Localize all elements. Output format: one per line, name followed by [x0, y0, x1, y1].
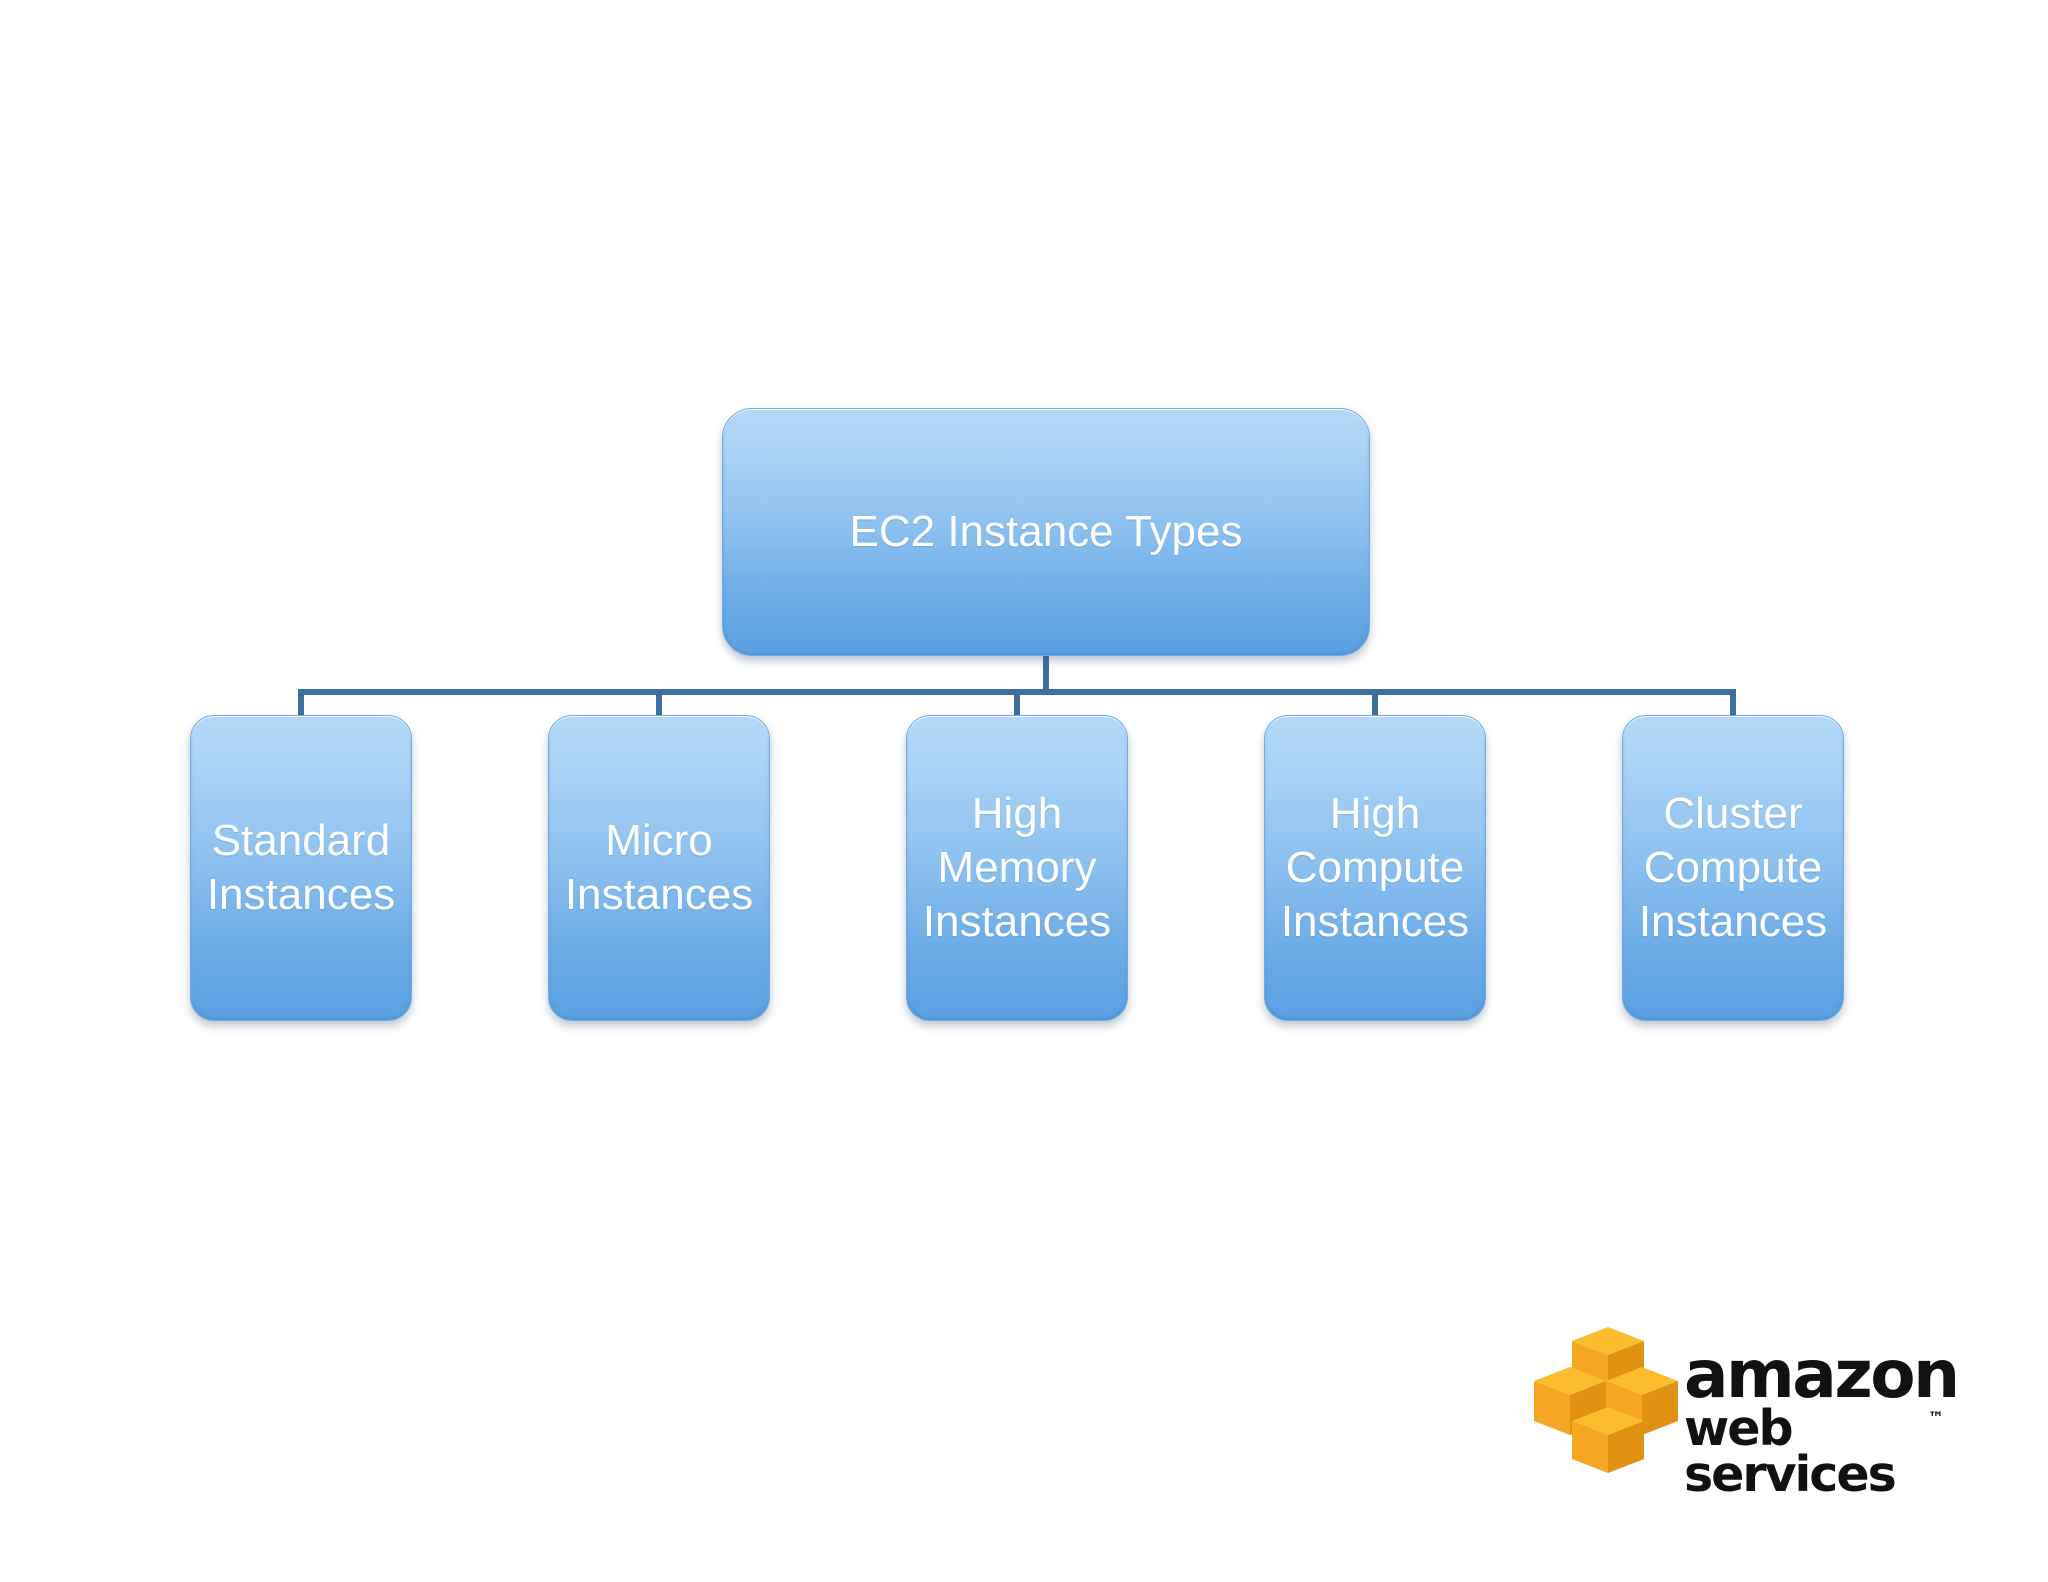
aws-wordmark: amazon web services ™ [1684, 1336, 1960, 1504]
node-micro-instances[interactable]: Micro Instances [548, 715, 770, 1021]
aws-cubes-icon [1534, 1327, 1678, 1473]
node-root-ec2-instance-types[interactable]: EC2 Instance Types [722, 408, 1370, 656]
node-high-memory-instances[interactable]: High Memory Instances [906, 715, 1128, 1021]
aws-logo: amazon web services ™ [1532, 1325, 1960, 1499]
aws-wordmark-bottom-row: web services ™ [1684, 1399, 1944, 1504]
node-high-compute-instances[interactable]: High Compute Instances [1264, 715, 1486, 1021]
node-standard-instances[interactable]: Standard Instances [190, 715, 412, 1021]
node-cluster-compute-instances[interactable]: Cluster Compute Instances [1622, 715, 1844, 1021]
trademark-symbol: ™ [1928, 1407, 1944, 1427]
aws-wordmark-amazon: amazon [1684, 1336, 1960, 1413]
aws-wordmark-web-services: web services [1684, 1399, 1897, 1504]
cube-bottom [1572, 1407, 1644, 1473]
